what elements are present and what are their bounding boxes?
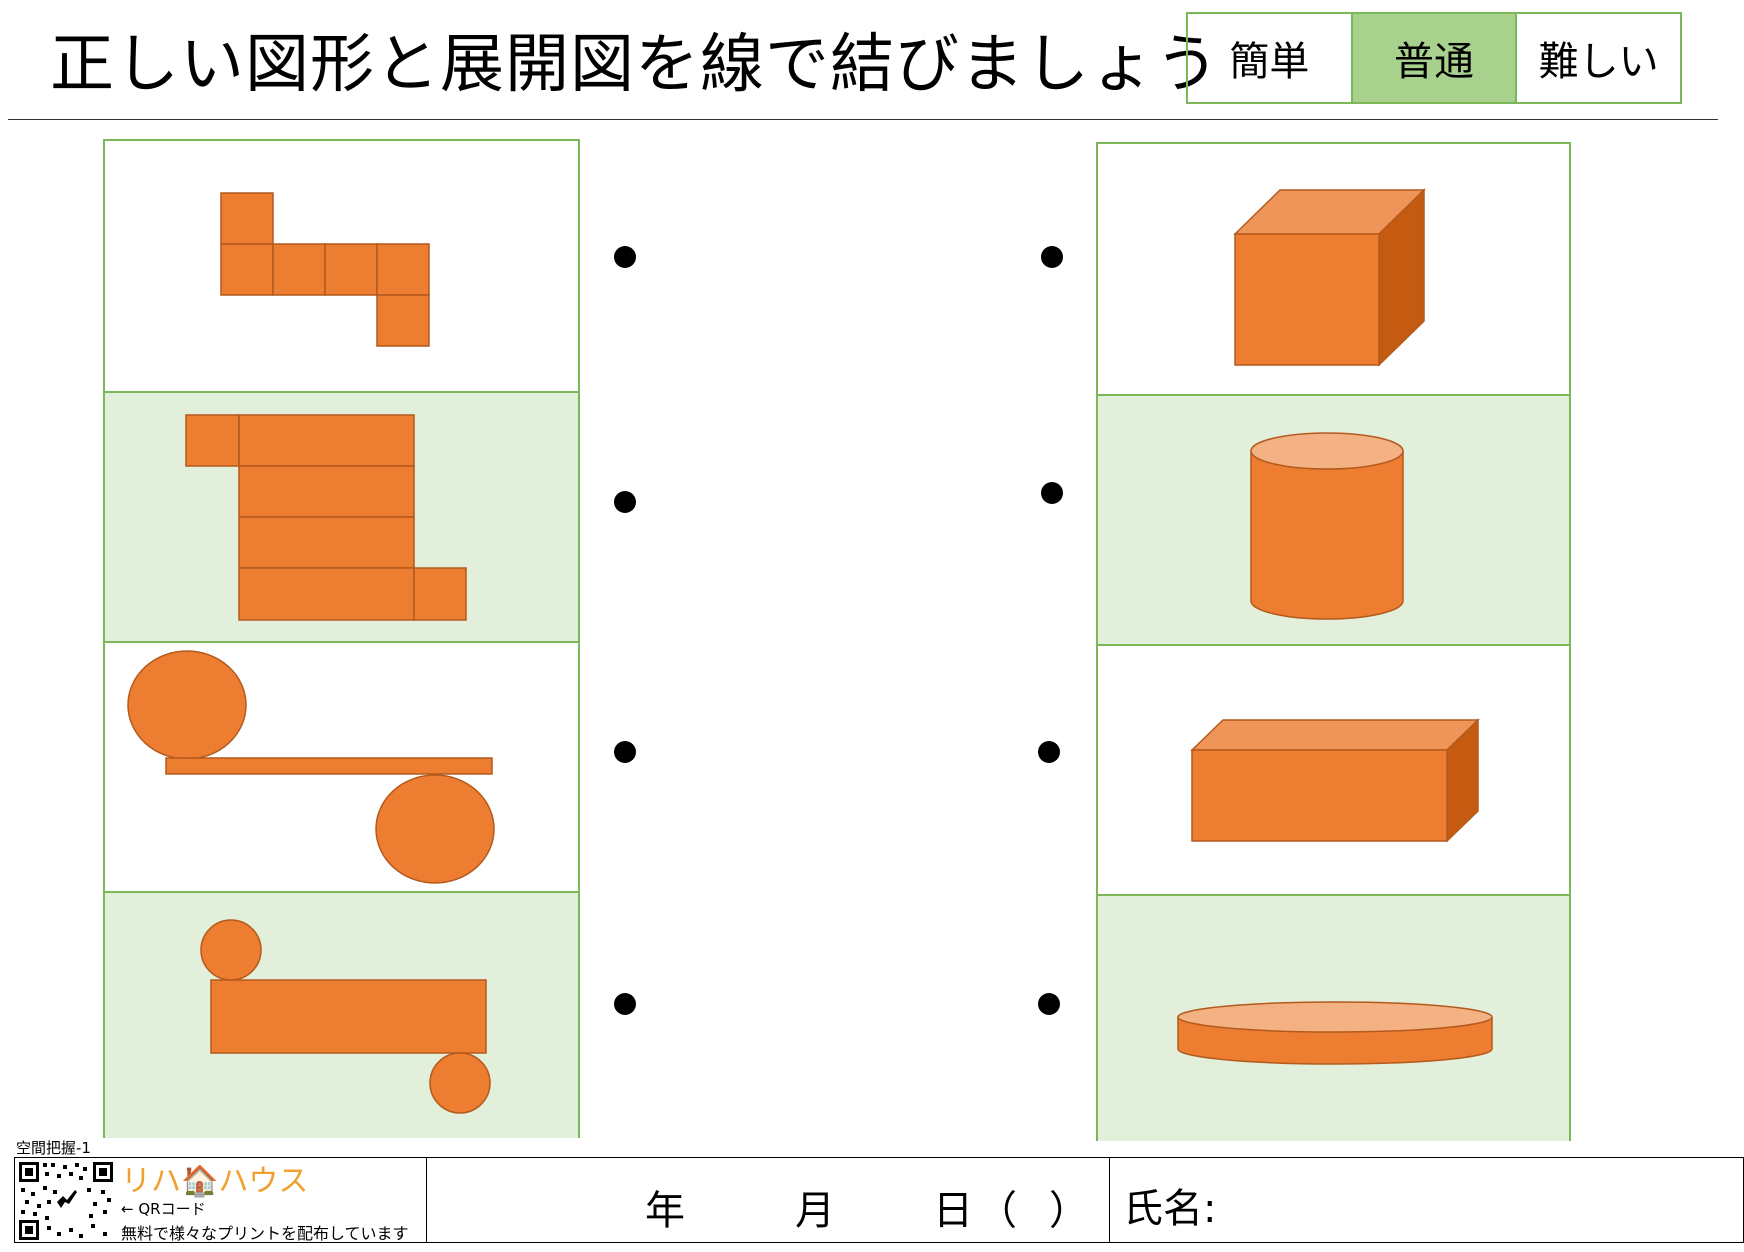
net-flat-cylinder-panel: [105, 891, 578, 1138]
solid-cube-panel: [1098, 144, 1569, 394]
left-dot-2[interactable]: [614, 491, 636, 513]
level-normal[interactable]: 普通: [1350, 14, 1516, 102]
cylinder-solid-figure: [1250, 432, 1404, 620]
year-label: 年: [645, 1188, 685, 1234]
prism-solid-figure: [1190, 718, 1480, 843]
header-divider: [8, 119, 1718, 120]
left-dot-3[interactable]: [614, 741, 636, 763]
flat-cylinder-net-figure: [200, 919, 491, 1114]
solid-flat-cylinder-panel: [1098, 894, 1569, 1141]
page-title: 正しい図形と展開図を線で結びましょう: [50, 28, 1220, 102]
net-prism-panel: [105, 391, 578, 641]
right-dot-4[interactable]: [1038, 993, 1060, 1015]
footer-divider-2: [1109, 1158, 1110, 1242]
level-easy[interactable]: 簡単: [1229, 39, 1310, 85]
qr-code-icon[interactable]: [17, 1160, 115, 1242]
left-dot-4[interactable]: [614, 993, 636, 1015]
net-cube-panel: [105, 141, 578, 391]
cube-net-figure: [220, 192, 430, 347]
footer-divider-1: [426, 1158, 427, 1242]
net-large-cylinder-panel: [105, 641, 578, 891]
right-dot-2[interactable]: [1041, 482, 1063, 504]
solid-prism-panel: [1098, 644, 1569, 894]
level-hard[interactable]: 難しい: [1515, 14, 1680, 102]
day-label: 日: [933, 1188, 973, 1234]
sheet-tag: 空間把握-1: [16, 1139, 91, 1157]
flat-cylinder-solid-figure: [1177, 1001, 1493, 1065]
distribution-note: 無料で様々なプリントを配布しています: [121, 1224, 409, 1243]
prism-net-figure: [185, 414, 467, 621]
name-label[interactable]: 氏名:: [1123, 1186, 1217, 1232]
paren-close: ）: [1049, 1188, 1089, 1234]
solids-column: [1096, 142, 1571, 1141]
left-dot-1[interactable]: [614, 246, 636, 268]
date-field[interactable]: 年 月 日 （ ）: [441, 1158, 1123, 1242]
large-cylinder-net-figure: [127, 650, 495, 884]
footer-bar: リハ🏠ハウス ← QRコード 無料で様々なプリントを配布しています 年 月 日 …: [14, 1157, 1744, 1243]
qr-note: ← QRコード: [121, 1200, 206, 1218]
right-dot-3[interactable]: [1038, 741, 1060, 763]
nets-column: [103, 139, 580, 1138]
month-label: 月: [795, 1188, 835, 1234]
cube-solid-figure: [1233, 188, 1426, 367]
paren-open: （: [977, 1188, 1017, 1234]
solid-cylinder-panel: [1098, 394, 1569, 644]
difficulty-selector: 簡単 普通 難しい: [1186, 12, 1682, 104]
brand-logo: リハ🏠ハウス: [121, 1164, 309, 1199]
right-dot-1[interactable]: [1041, 246, 1063, 268]
